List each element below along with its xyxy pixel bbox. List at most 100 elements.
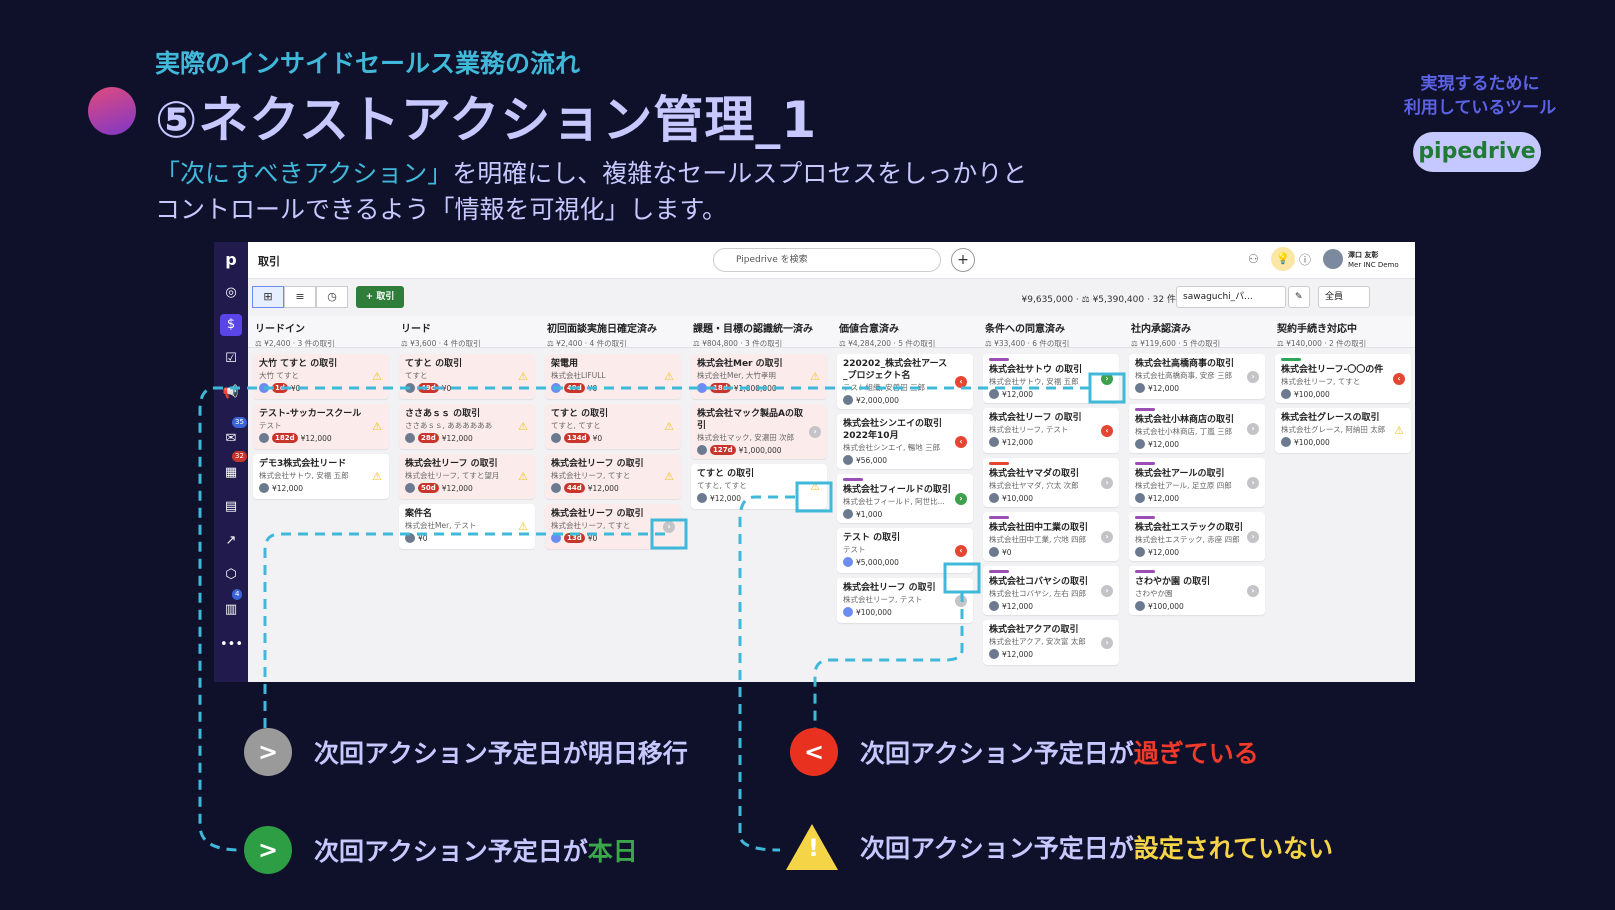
next-activity-warn-icon[interactable]: ⚠: [372, 419, 382, 433]
next-activity-warn-icon[interactable]: ⚠: [518, 469, 528, 483]
quick-add-button[interactable]: +: [951, 248, 975, 272]
next-activity-warn-icon[interactable]: ⚠: [664, 419, 674, 433]
deal-value: ¥2,000,000: [856, 395, 899, 405]
deal-title: 大竹 てすと の取引: [259, 359, 338, 369]
tips-bulb-icon[interactable]: 💡: [1271, 247, 1295, 271]
next-activity-warn-icon[interactable]: ⚠: [664, 369, 674, 383]
deal-card[interactable]: さわやか園 の取引さわやか園¥100,000›: [1129, 566, 1265, 615]
contacts-icon[interactable]: ▤: [224, 499, 238, 514]
next-activity-red-icon[interactable]: ‹: [955, 375, 967, 388]
list-view-button[interactable]: ≡: [284, 286, 316, 308]
next-activity-warn-icon[interactable]: ⚠: [664, 469, 674, 483]
target-icon[interactable]: ◎: [225, 285, 237, 300]
next-activity-warn-icon[interactable]: ⚠: [372, 369, 382, 383]
next-activity-gray-icon[interactable]: ›: [1101, 530, 1113, 543]
title-bullet-icon: [88, 87, 136, 135]
owner-avatar: [1281, 389, 1291, 399]
deal-contact: 株式会社グレース, 阿納田 太郎: [1281, 425, 1386, 434]
deal-card[interactable]: 株式会社高橋商事の取引株式会社高橋商事, 安彦 三郎¥12,000›: [1129, 354, 1265, 399]
next-activity-gray-icon[interactable]: ›: [1247, 422, 1259, 435]
products-icon[interactable]: ⬡: [225, 567, 237, 582]
next-activity-warn-icon[interactable]: ⚠: [372, 469, 382, 483]
next-activity-warn-icon[interactable]: ⚠: [810, 479, 820, 493]
search-input[interactable]: Pipedrive を検索: [713, 248, 941, 272]
add-deal-button[interactable]: + 取引: [356, 286, 404, 308]
next-activity-gray-icon[interactable]: ›: [1101, 584, 1113, 597]
deals-icon[interactable]: $: [220, 314, 242, 336]
next-activity-warn-icon[interactable]: ⚠: [1394, 423, 1404, 437]
insights-icon[interactable]: ↗: [225, 533, 237, 548]
owner-avatar: [697, 445, 707, 455]
deal-value: ¥12,000: [1148, 493, 1180, 503]
deal-card[interactable]: 株式会社アクアの取引株式会社アクア, 安次富 太郎¥12,000›: [983, 620, 1119, 665]
user-avatar[interactable]: [1323, 249, 1343, 269]
next-activity-gray-icon[interactable]: ›: [1101, 476, 1113, 489]
next-activity-gray-icon[interactable]: ›: [1101, 636, 1113, 649]
next-activity-gray-icon[interactable]: ›: [663, 520, 675, 533]
next-activity-gray-icon[interactable]: ›: [1247, 370, 1259, 383]
deal-card[interactable]: 株式会社田中工業の取引株式会社田中工業, 穴地 四郎¥0›: [983, 512, 1119, 561]
marketplace-icon[interactable]: ▥: [224, 602, 238, 617]
deal-card[interactable]: デモ3株式会社リード株式会社サトウ, 安福 五郎¥12,000⚠: [253, 454, 389, 499]
pipedrive-logo-icon[interactable]: p: [225, 250, 237, 269]
activities-icon[interactable]: ☑: [225, 351, 237, 366]
deal-title: テスト の取引: [843, 533, 901, 543]
next-activity-warn-icon[interactable]: ⚠: [518, 419, 528, 433]
next-activity-red-icon[interactable]: ‹: [1393, 372, 1405, 385]
next-activity-warn-icon[interactable]: ⚠: [810, 369, 820, 383]
owner-filter[interactable]: 全員: [1318, 286, 1370, 308]
deal-card[interactable]: 株式会社グレースの取引株式会社グレース, 阿納田 太郎¥100,000⚠: [1275, 408, 1411, 453]
deal-card[interactable]: 株式会社小林商店の取引株式会社小林商店, 丁嵐 三郎¥12,000›: [1129, 404, 1265, 453]
deal-card[interactable]: 株式会社アールの取引株式会社アール, 足立原 四郎¥12,000›: [1129, 458, 1265, 507]
deal-card[interactable]: 株式会社ヤマダの取引株式会社ヤマダ, 穴太 次郎¥10,000›: [983, 458, 1119, 507]
deal-card[interactable]: 株式会社リーフ の取引株式会社リーフ, テスト¥100,000›: [837, 578, 973, 623]
next-activity-warn-icon[interactable]: ⚠: [518, 519, 528, 533]
next-activity-red-icon[interactable]: ‹: [955, 544, 967, 557]
invite-users-icon[interactable]: ⚇: [1248, 252, 1259, 266]
pipeline-stats: ¥9,635,000 · ⚖ ¥5,390,400 · 32 件の取引: [1021, 295, 1203, 305]
deal-card[interactable]: 株式会社シンエイの取引 2022年10月株式会社シンエイ, 暢地 三郎¥56,0…: [837, 414, 973, 469]
deal-card[interactable]: 株式会社リーフ の取引株式会社リーフ, テスト¥12,000‹: [983, 408, 1119, 453]
mail-badge: 35: [232, 417, 247, 428]
next-activity-gray-icon[interactable]: ›: [1247, 584, 1259, 597]
deal-card[interactable]: 株式会社コバヤシの取引株式会社コバヤシ, 左右 四郎¥12,000›: [983, 566, 1119, 615]
deal-card[interactable]: 案件名株式会社Mer, テスト¥0⚠: [399, 504, 535, 549]
help-icon[interactable]: ⓘ: [1299, 253, 1312, 267]
forecast-view-button[interactable]: ◷: [316, 286, 348, 308]
deal-card[interactable]: てすと の取引てすと, てすと¥12,000⚠: [691, 464, 827, 509]
deal-contact: 株式会社アール, 足立原 四郎: [1135, 481, 1232, 490]
deal-card[interactable]: 株式会社エステックの取引株式会社エステック, 赤座 四郎¥12,000›: [1129, 512, 1265, 561]
pipeline-view-button[interactable]: ⊞: [252, 286, 284, 308]
next-activity-red-icon[interactable]: ‹: [1101, 424, 1113, 437]
pipeline-select[interactable]: sawaguchi_パ...: [1176, 286, 1286, 308]
mail-icon[interactable]: ✉: [225, 431, 237, 446]
next-activity-gray-icon[interactable]: ›: [1247, 530, 1259, 543]
next-activity-warn-icon[interactable]: ⚠: [518, 369, 528, 383]
next-activity-gray-icon[interactable]: ›: [1247, 476, 1259, 489]
deal-card[interactable]: 株式会社サトウ の取引株式会社サトウ, 安福 五郎¥12,000›: [983, 354, 1119, 403]
more-icon[interactable]: •••: [220, 637, 244, 652]
next-activity-gray-icon[interactable]: ›: [809, 425, 821, 438]
deal-card[interactable]: 株式会社フィールドの取引株式会社フィールド, 阿世比...¥1,000›: [837, 474, 973, 523]
deal-card[interactable]: 株式会社リーフ-〇〇の件株式会社リーフ, てすと¥100,000‹: [1275, 354, 1411, 403]
edit-pipeline-button[interactable]: ✎: [1288, 286, 1310, 308]
deal-title: 株式会社田中工業の取引: [989, 523, 1089, 533]
calendar-icon[interactable]: ▦: [224, 465, 238, 480]
legend-text: 次回アクション予定日が: [314, 739, 588, 768]
next-activity-green-icon[interactable]: ›: [955, 492, 967, 505]
next-activity-red-icon[interactable]: ‹: [955, 435, 967, 448]
deal-title: さわやか園 の取引: [1135, 577, 1211, 587]
owner-avatar: [1135, 547, 1145, 557]
